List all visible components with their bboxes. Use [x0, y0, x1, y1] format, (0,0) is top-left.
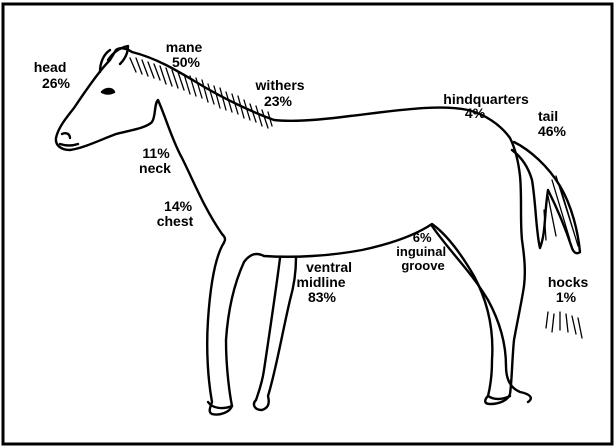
horse-foreleg-2: [254, 258, 296, 410]
hock-hair: [546, 312, 582, 338]
mane-hair: [130, 58, 272, 128]
label-inguinal-groove: 6% inguinal groove: [396, 230, 449, 273]
annotation-labels: head 26% mane 50% withers 23% hindquarte…: [34, 39, 592, 305]
horse-nostril: [62, 133, 70, 138]
label-neck: 11% neck: [139, 145, 174, 176]
label-withers: withers 23%: [255, 77, 309, 109]
label-chest: 14% chest: [157, 198, 196, 229]
label-tail: tail 46%: [538, 108, 567, 139]
label-hindquarters: hindquarters 4%: [443, 91, 532, 121]
label-head: head 26%: [34, 59, 71, 91]
label-mane: mane 50%: [166, 39, 206, 70]
horse-hindhoof: [488, 396, 510, 399]
label-hocks: hocks 1%: [548, 274, 592, 305]
label-ventral-midline: ventral midline 83%: [297, 259, 356, 305]
horse-mouth: [60, 144, 78, 146]
horse-eye: [102, 89, 114, 94]
